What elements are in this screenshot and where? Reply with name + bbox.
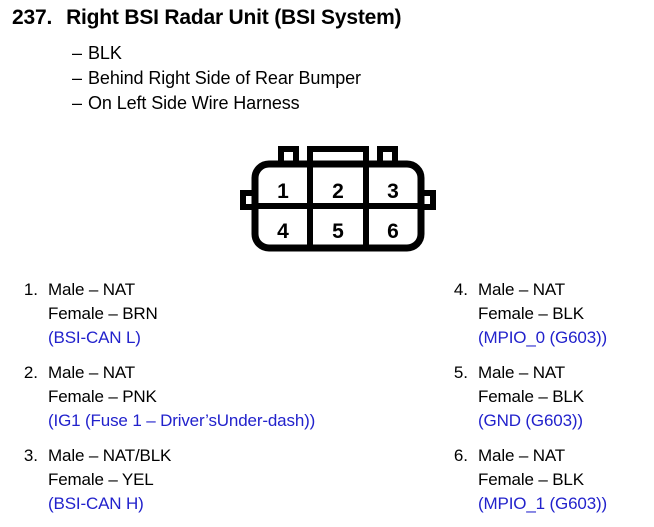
connector-grid — [258, 167, 418, 245]
pin-female-label: Female – BRN — [48, 304, 158, 323]
dash-marker: – — [72, 43, 83, 63]
connector-pin-2: 2 — [332, 180, 344, 203]
pin-male-label: Male – NAT — [48, 280, 135, 299]
pin-list-item: 6. Male – NAT Female – BLK (MPIO_1 (G603… — [446, 444, 654, 516]
pin-male-label: Male – NAT — [478, 280, 565, 299]
page-title-text: Right BSI Radar Unit (BSI System) — [66, 6, 402, 29]
connector-tab-right — [377, 146, 398, 165]
header-detail-label: Behind Right Side of Rear Bumper — [88, 68, 361, 88]
connector-tab-left — [278, 146, 299, 165]
pin-list-item: 5. Male – NAT Female – BLK (GND (G603)) — [446, 361, 654, 433]
pin-index: 6. — [453, 446, 468, 465]
connector-diagram: 1 2 3 4 5 6 — [238, 143, 438, 253]
pin-index: 1. — [23, 280, 38, 299]
pin-index: 4. — [453, 280, 468, 299]
pin-female-label: Female – YEL — [48, 470, 154, 489]
page-title-number: 237. — [12, 6, 53, 29]
dash-marker: – — [72, 93, 83, 113]
pin-list-left: 1. Male – NAT Female – BRN (BSI-CAN L) 2… — [16, 278, 436, 527]
pin-signal-label: (BSI-CAN H) — [48, 494, 144, 513]
pin-signal-label: (IG1 (Fuse 1 – Driver’sUnder-dash)) — [48, 411, 316, 430]
pin-index: 3. — [23, 446, 38, 465]
pin-signal-label: (MPIO_0 (G603)) — [478, 328, 608, 347]
pin-list-right: 4. Male – NAT Female – BLK (MPIO_0 (G603… — [446, 278, 654, 527]
pin-female-label: Female – BLK — [478, 387, 584, 406]
pin-male-label: Male – NAT/BLK — [48, 446, 172, 465]
pin-signal-label: (BSI-CAN L) — [48, 328, 141, 347]
pin-female-label: Female – PNK — [48, 387, 157, 406]
pin-list-item: 3. Male – NAT/BLK Female – YEL (BSI-CAN … — [16, 444, 436, 516]
pin-female-label: Female – BLK — [478, 304, 584, 323]
pin-list-item: 2. Male – NAT Female – PNK (IG1 (Fuse 1 … — [16, 361, 436, 433]
pin-male-label: Male – NAT — [48, 363, 135, 382]
connector-top-tabs — [278, 146, 398, 165]
connector-pin-4: 4 — [277, 220, 289, 243]
page-title: 237. Right BSI Radar Unit (BSI System) — [12, 6, 402, 30]
header-detail-label: BLK — [88, 43, 122, 63]
pin-list-item: 4. Male – NAT Female – BLK (MPIO_0 (G603… — [446, 278, 654, 350]
pin-signal-label: (GND (G603)) — [478, 411, 583, 430]
dash-marker: – — [72, 68, 83, 88]
connector-pin-3: 3 — [387, 180, 399, 203]
pin-index: 2. — [23, 363, 38, 382]
header-detail-item: – On Left Side Wire Harness — [72, 91, 361, 116]
connector-pin-6: 6 — [387, 220, 399, 243]
pin-list-item: 1. Male – NAT Female – BRN (BSI-CAN L) — [16, 278, 436, 350]
connector-pin-5: 5 — [332, 220, 344, 243]
header-detail-item: – BLK — [72, 41, 361, 66]
connector-tab-center — [307, 146, 369, 165]
pin-index: 5. — [453, 363, 468, 382]
pin-signal-label: (MPIO_1 (G603)) — [478, 494, 608, 513]
header-detail-item: – Behind Right Side of Rear Bumper — [72, 66, 361, 91]
header-detail-label: On Left Side Wire Harness — [88, 93, 300, 113]
pin-male-label: Male – NAT — [478, 363, 565, 382]
connector-pin-1: 1 — [277, 180, 289, 203]
header-detail-list: – BLK – Behind Right Side of Rear Bumper… — [72, 41, 361, 116]
pin-female-label: Female – BLK — [478, 470, 584, 489]
pin-male-label: Male – NAT — [478, 446, 565, 465]
